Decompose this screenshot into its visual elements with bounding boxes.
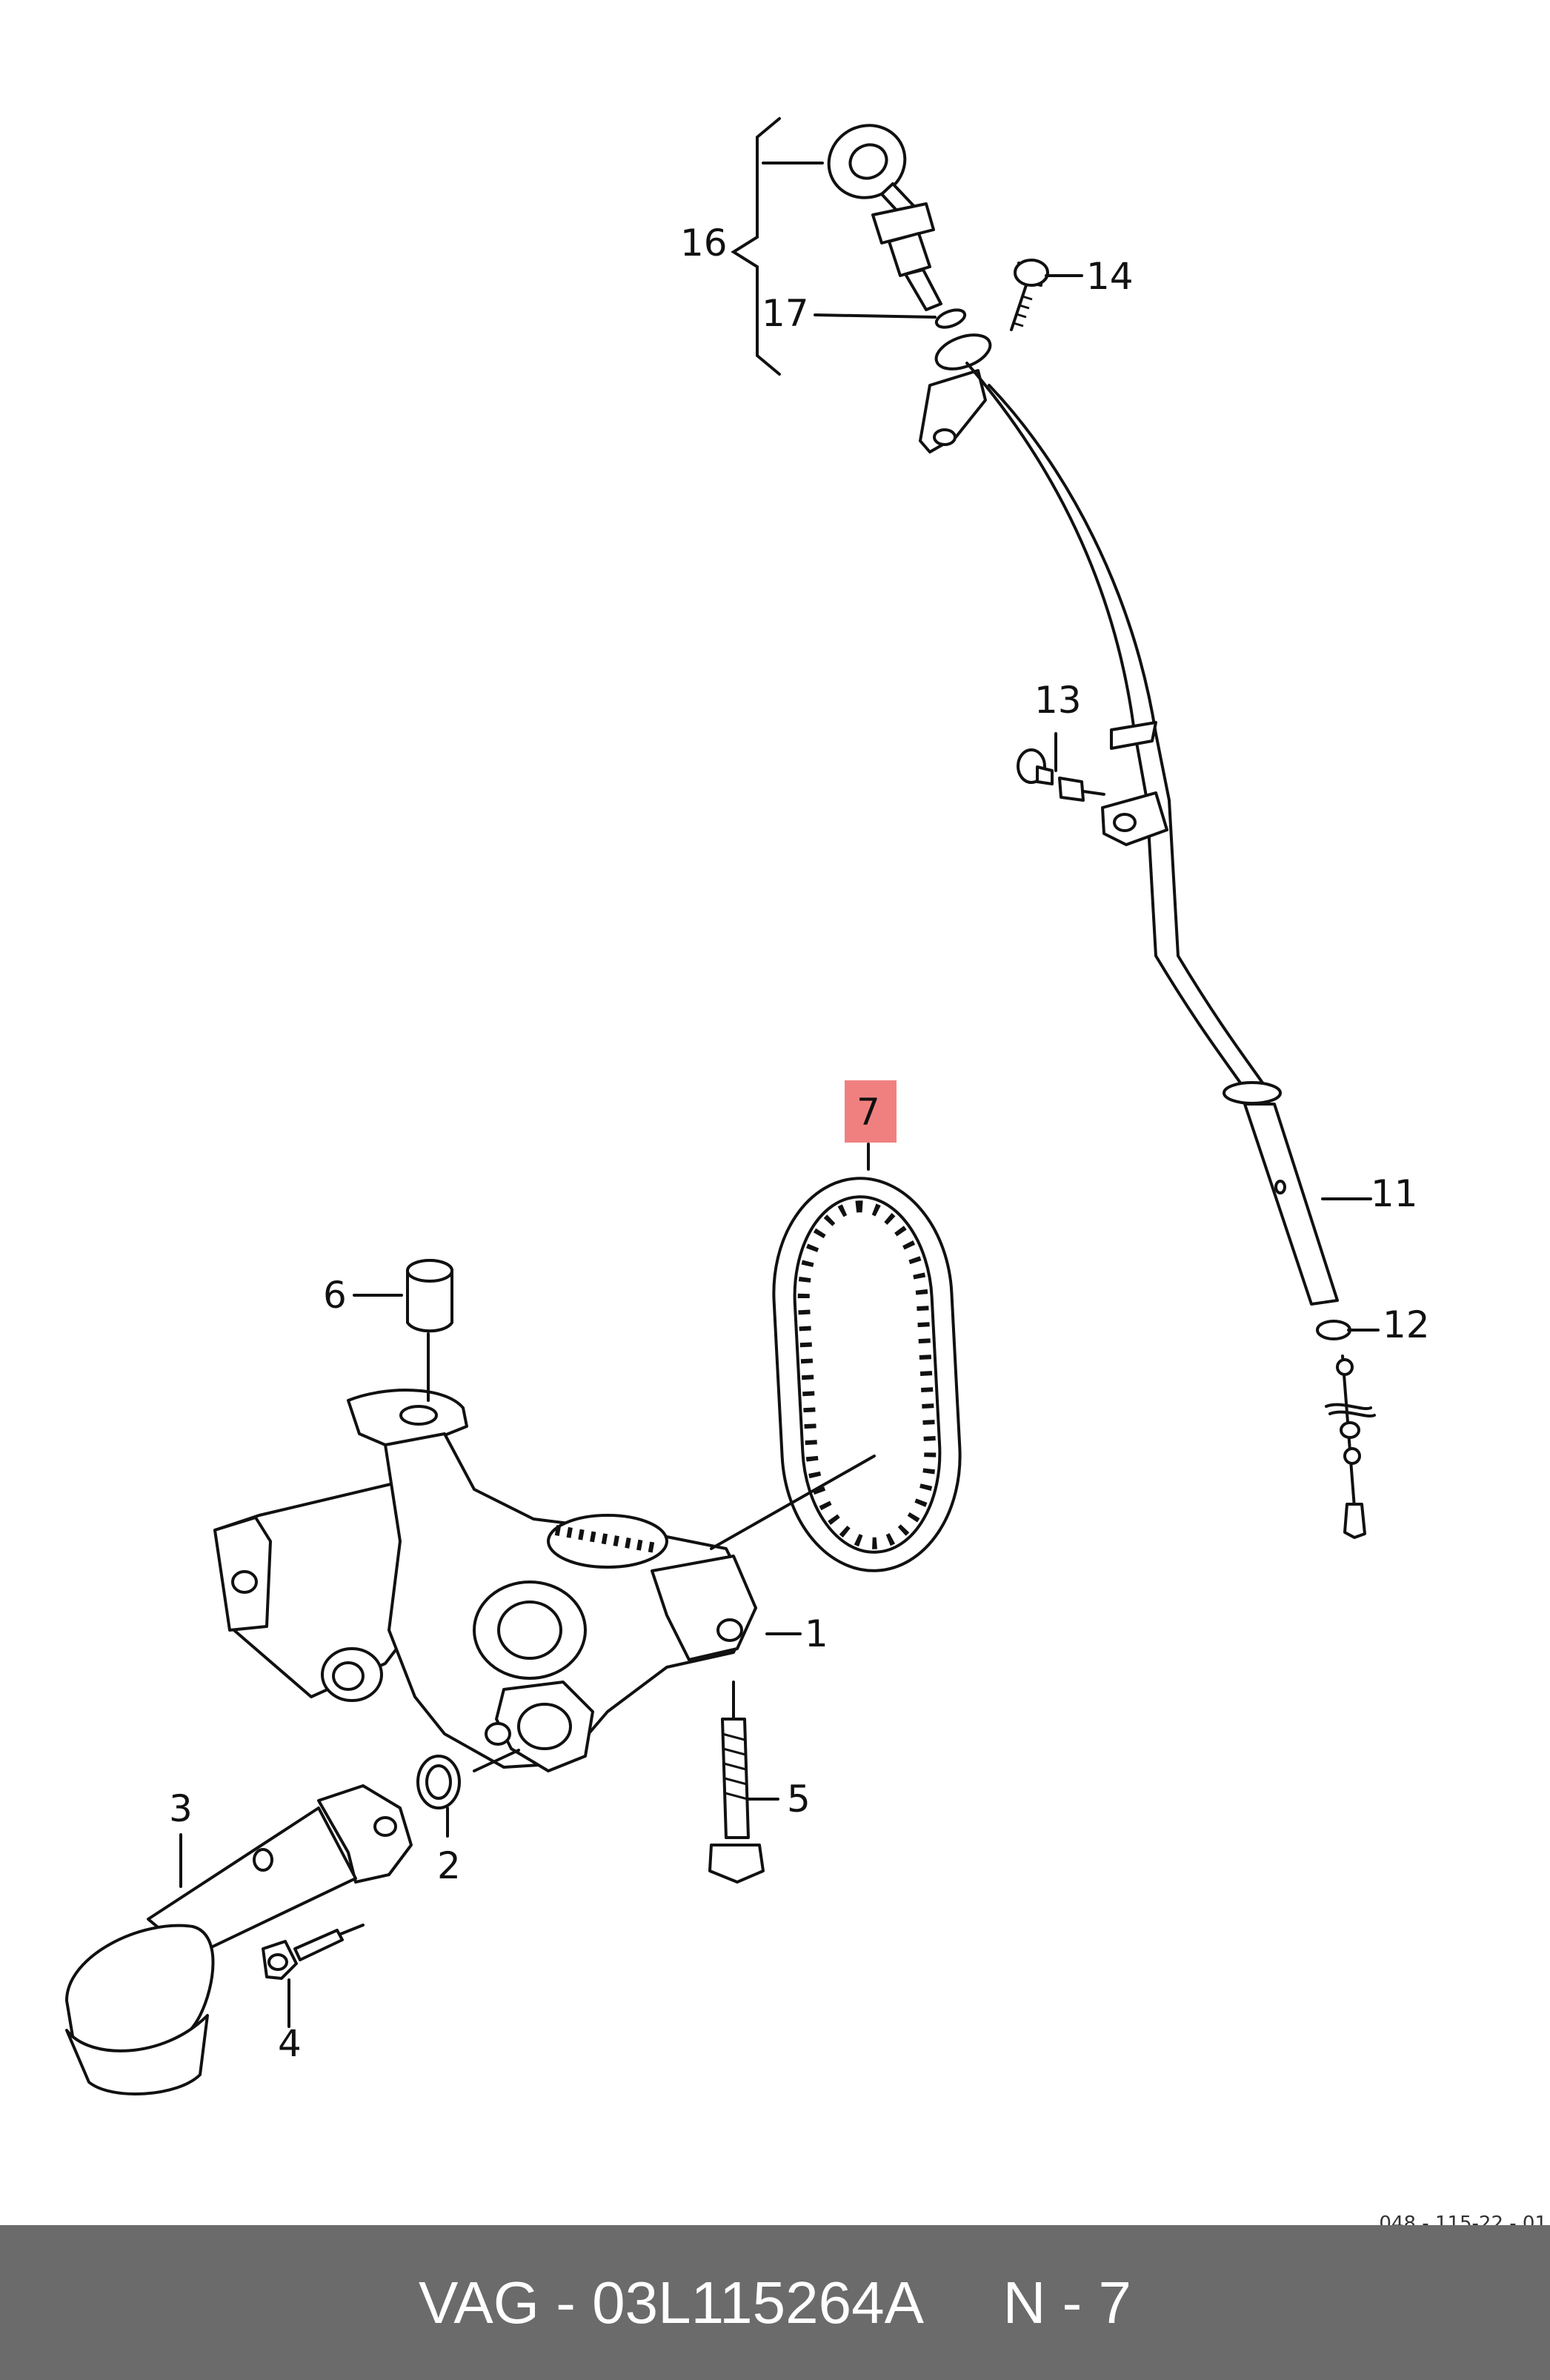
toothed-belt: [772, 1177, 962, 1572]
callout-6: 6: [323, 1274, 347, 1317]
callout-16: 16: [680, 222, 728, 265]
bolt-4: [262, 1924, 365, 2028]
callout-4: 4: [278, 2022, 302, 2065]
callout-1: 1: [805, 1612, 828, 1655]
callout-7-highlight: [845, 1080, 897, 1143]
bolt-5: [708, 1681, 765, 1884]
part-number-label: VAG - 03L115264A N - 7: [418, 2270, 1132, 2336]
callout-17: 17: [762, 292, 809, 335]
dipstick-handle: [731, 117, 967, 376]
dipstick-guide-tube: [919, 333, 1339, 1306]
parts-diagram: 1 2 3 4 5 6 7 11 12 13 14 16 17: [65, 117, 1430, 2096]
callout-14: 14: [1086, 255, 1134, 298]
o-ring-2: [416, 1749, 520, 1838]
callout-12: 12: [1383, 1303, 1430, 1346]
callout-11: 11: [1371, 1172, 1418, 1215]
oil-pump: [213, 1389, 757, 1772]
callout-7: 7: [857, 1091, 880, 1134]
callout-3: 3: [169, 1787, 193, 1830]
seal-12: [1316, 1320, 1380, 1539]
screw-14: [1010, 259, 1049, 331]
footer-bar: VAG - 03L115264A N - 7: [0, 2225, 1550, 2380]
sleeve-6: [406, 1259, 453, 1402]
callout-2: 2: [437, 1844, 461, 1887]
screw-13: [1017, 748, 1105, 802]
callout-13: 13: [1034, 679, 1082, 722]
oil-intake-pipe: [65, 1784, 413, 2096]
callout-5: 5: [787, 1778, 811, 1821]
